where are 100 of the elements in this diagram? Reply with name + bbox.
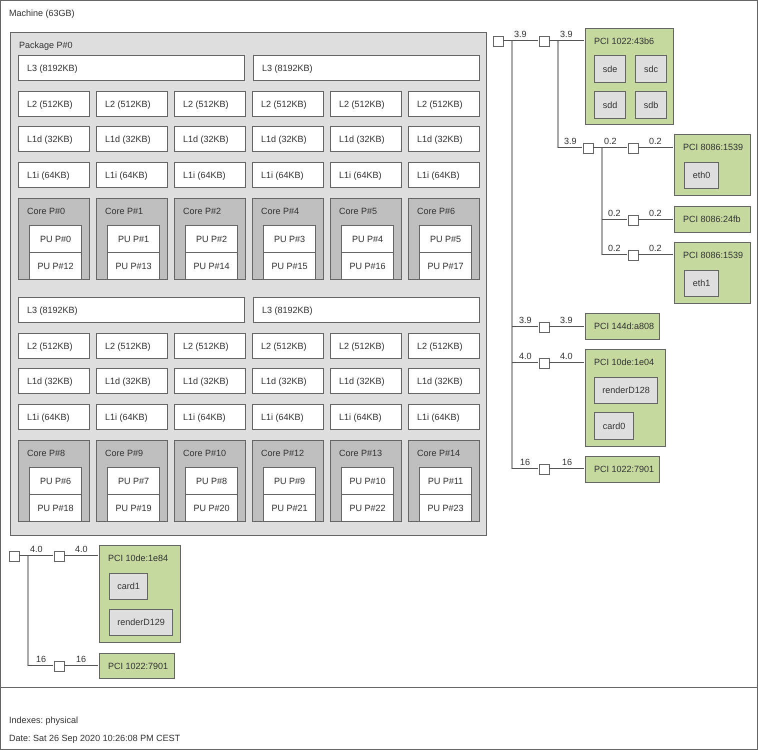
edge-label: 4.0 (74, 544, 89, 554)
core-panel (174, 440, 246, 522)
edge-label: 3.9 (513, 28, 528, 38)
os-device-block: eth0 (684, 162, 719, 189)
edge-label: 0.2 (607, 242, 622, 252)
processing-unit-block: PU P#12 (29, 252, 82, 280)
cache-block: L1d (32KB) (330, 126, 402, 152)
edge-label: 0.2 (648, 242, 663, 252)
processing-unit-block: PU P#3 (263, 225, 316, 253)
cache-block: L1d (32KB) (96, 126, 168, 152)
cache-block: L1i (64KB) (96, 162, 168, 188)
package-panel (10, 32, 487, 536)
bridge-square (628, 250, 639, 261)
bridge-square (628, 215, 639, 226)
machine-title: Machine (63GB) (9, 8, 75, 18)
connector-line (548, 40, 582, 148)
cache-block: L1i (64KB) (96, 404, 168, 430)
cache-block: L3 (8192KB) (18, 297, 245, 323)
processing-unit-block: PU P#23 (419, 494, 472, 522)
core-title: Core P#0 (27, 206, 66, 216)
connector-line (64, 555, 98, 556)
core-panel (174, 198, 246, 280)
cache-block: L2 (512KB) (174, 91, 246, 117)
pci-device-box (674, 242, 751, 304)
processing-unit-block: PU P#22 (341, 494, 394, 522)
edge-label: 3.9 (559, 28, 574, 38)
processing-unit-block: PU P#19 (107, 494, 160, 522)
cache-block: L1i (64KB) (330, 404, 402, 430)
cache-block: L1d (32KB) (330, 368, 402, 394)
edge-label: 4.0 (559, 350, 574, 360)
pci-device-title: PCI 1022:43b6 (594, 36, 654, 46)
bridge-square (539, 464, 550, 475)
cache-block: L1d (32KB) (174, 126, 246, 152)
cache-block: L1d (32KB) (252, 126, 324, 152)
pci-device-box: PCI 1022:7901 (99, 653, 175, 679)
edge-label: 4.0 (518, 350, 533, 360)
cache-block: L2 (512KB) (330, 333, 402, 359)
cache-block: L1i (64KB) (174, 162, 246, 188)
pci-device-box (585, 349, 666, 447)
bridge-square (539, 322, 550, 333)
os-device-block: sde (594, 55, 626, 83)
connector-line (548, 326, 584, 327)
edge-label: 0.2 (648, 208, 663, 218)
pci-device-box (674, 134, 751, 196)
cache-block: L1i (64KB) (252, 162, 324, 188)
os-device-block: sdd (594, 91, 626, 119)
processing-unit-block: PU P#0 (29, 225, 82, 253)
pci-device-box (585, 28, 674, 125)
cache-block: L1d (32KB) (408, 368, 480, 394)
processing-unit-block: PU P#20 (185, 494, 238, 522)
os-device-block: sdc (635, 55, 667, 83)
cache-block: L1d (32KB) (174, 368, 246, 394)
footer-text: Date: Sat 26 Sep 2020 10:26:08 PM CEST (9, 733, 180, 743)
core-title: Core P#10 (183, 448, 226, 458)
core-panel (408, 440, 480, 522)
package-title: Package P#0 (19, 40, 73, 50)
edge-label: 16 (75, 654, 88, 664)
connector-line (638, 254, 674, 255)
bridge-square (493, 36, 504, 47)
os-device-block: renderD128 (594, 377, 658, 404)
processing-unit-block: PU P#11 (419, 467, 472, 495)
cache-block: L3 (8192KB) (253, 297, 480, 323)
cache-block: L1i (64KB) (408, 162, 480, 188)
os-device-block: card0 (594, 412, 634, 440)
processing-unit-block: PU P#1 (107, 225, 160, 253)
processing-unit-block: PU P#15 (263, 252, 316, 280)
edge-label: 3.9 (518, 314, 533, 324)
edge-label: 16 (519, 456, 532, 466)
edge-label: 3.9 (559, 314, 574, 324)
cache-block: L1i (64KB) (18, 162, 90, 188)
edge-label: 0.2 (607, 208, 622, 218)
bridge-square (539, 36, 550, 47)
core-title: Core P#5 (339, 206, 378, 216)
cache-block: L2 (512KB) (252, 91, 324, 117)
core-panel (18, 440, 90, 522)
core-title: Core P#4 (261, 206, 300, 216)
processing-unit-block: PU P#10 (341, 467, 394, 495)
pci-device-title: PCI 10de:1e04 (594, 357, 654, 367)
cache-block: L1d (32KB) (408, 126, 480, 152)
cache-block: L2 (512KB) (408, 91, 480, 117)
machine-panel (0, 0, 758, 688)
cache-block: L2 (512KB) (96, 91, 168, 117)
bridge-square (628, 143, 639, 154)
core-panel (96, 440, 168, 522)
cache-block: L1i (64KB) (252, 404, 324, 430)
core-title: Core P#2 (183, 206, 222, 216)
core-title: Core P#9 (105, 448, 144, 458)
connector-line (638, 147, 674, 148)
processing-unit-block: PU P#2 (185, 225, 238, 253)
bridge-square (583, 143, 594, 154)
processing-unit-block: PU P#9 (263, 467, 316, 495)
connector-line (638, 219, 674, 220)
core-panel (330, 440, 402, 522)
processing-unit-block: PU P#16 (341, 252, 394, 280)
core-panel (252, 198, 324, 280)
connector-line (548, 468, 584, 469)
processing-unit-block: PU P#21 (263, 494, 316, 522)
core-panel (330, 198, 402, 280)
cache-block: L2 (512KB) (96, 333, 168, 359)
os-device-block: sdb (635, 91, 667, 119)
